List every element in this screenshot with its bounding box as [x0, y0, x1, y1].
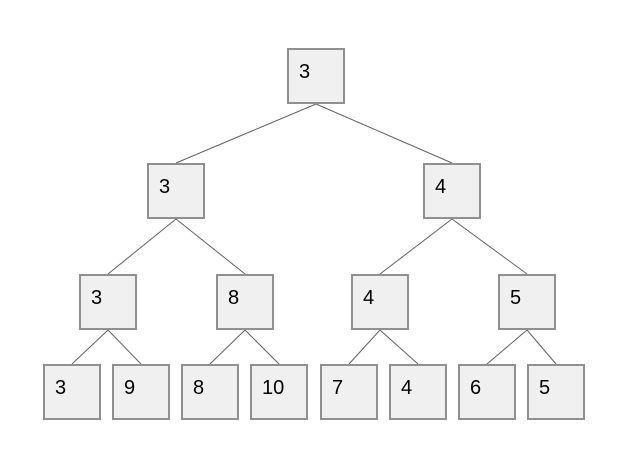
- tree-node-label: 5: [510, 287, 522, 309]
- tree-node-leaf: 9: [112, 364, 170, 420]
- tree-node: 4: [423, 163, 481, 219]
- tree-node-root: 3: [287, 48, 345, 104]
- tree-node-leaf: 10: [250, 364, 308, 420]
- tree-edge: [107, 329, 142, 365]
- tree-node-label: 3: [159, 176, 171, 198]
- tree-node-leaf: 8: [181, 364, 239, 420]
- tree-node-label: 10: [262, 377, 285, 399]
- tree-node: 3: [147, 163, 205, 219]
- tree-node-label: 5: [539, 377, 551, 399]
- tree-node-leaf: 3: [43, 364, 101, 420]
- tree-node-leaf: 4: [389, 364, 447, 420]
- tree-node-label: 7: [332, 377, 344, 399]
- tree-edge: [451, 218, 528, 275]
- tree-edge: [175, 218, 246, 275]
- tree-node-leaf: 7: [320, 364, 378, 420]
- tree-node-leaf: 5: [527, 364, 585, 420]
- tree-node-label: 4: [435, 176, 447, 198]
- tree-node-label: 9: [124, 377, 136, 399]
- tree-node-label: 3: [299, 61, 311, 83]
- tree-edge: [175, 103, 317, 164]
- tree-node-label: 3: [55, 377, 67, 399]
- tree-edge: [379, 218, 453, 275]
- tree-node-label: 4: [401, 377, 413, 399]
- tree-node-label: 6: [470, 377, 482, 399]
- tree-node: 4: [351, 274, 409, 330]
- tree-edge: [209, 329, 246, 365]
- tree-node-label: 8: [228, 287, 240, 309]
- tree-edge: [315, 103, 453, 164]
- tree-edge: [486, 329, 528, 365]
- tree-edge: [244, 329, 280, 365]
- tree-node: 8: [216, 274, 274, 330]
- tree-edge: [379, 329, 419, 365]
- tree-node-label: 4: [363, 287, 375, 309]
- tree-node-label: 8: [193, 377, 205, 399]
- tree-node: 5: [498, 274, 556, 330]
- tree-edge: [107, 218, 177, 275]
- tree-edge: [71, 329, 109, 365]
- tree-node-label: 3: [91, 287, 103, 309]
- tree-node: 3: [79, 274, 137, 330]
- tree-edge: [526, 329, 557, 365]
- tree-node-leaf: 6: [458, 364, 516, 420]
- tree-edge: [348, 329, 381, 365]
